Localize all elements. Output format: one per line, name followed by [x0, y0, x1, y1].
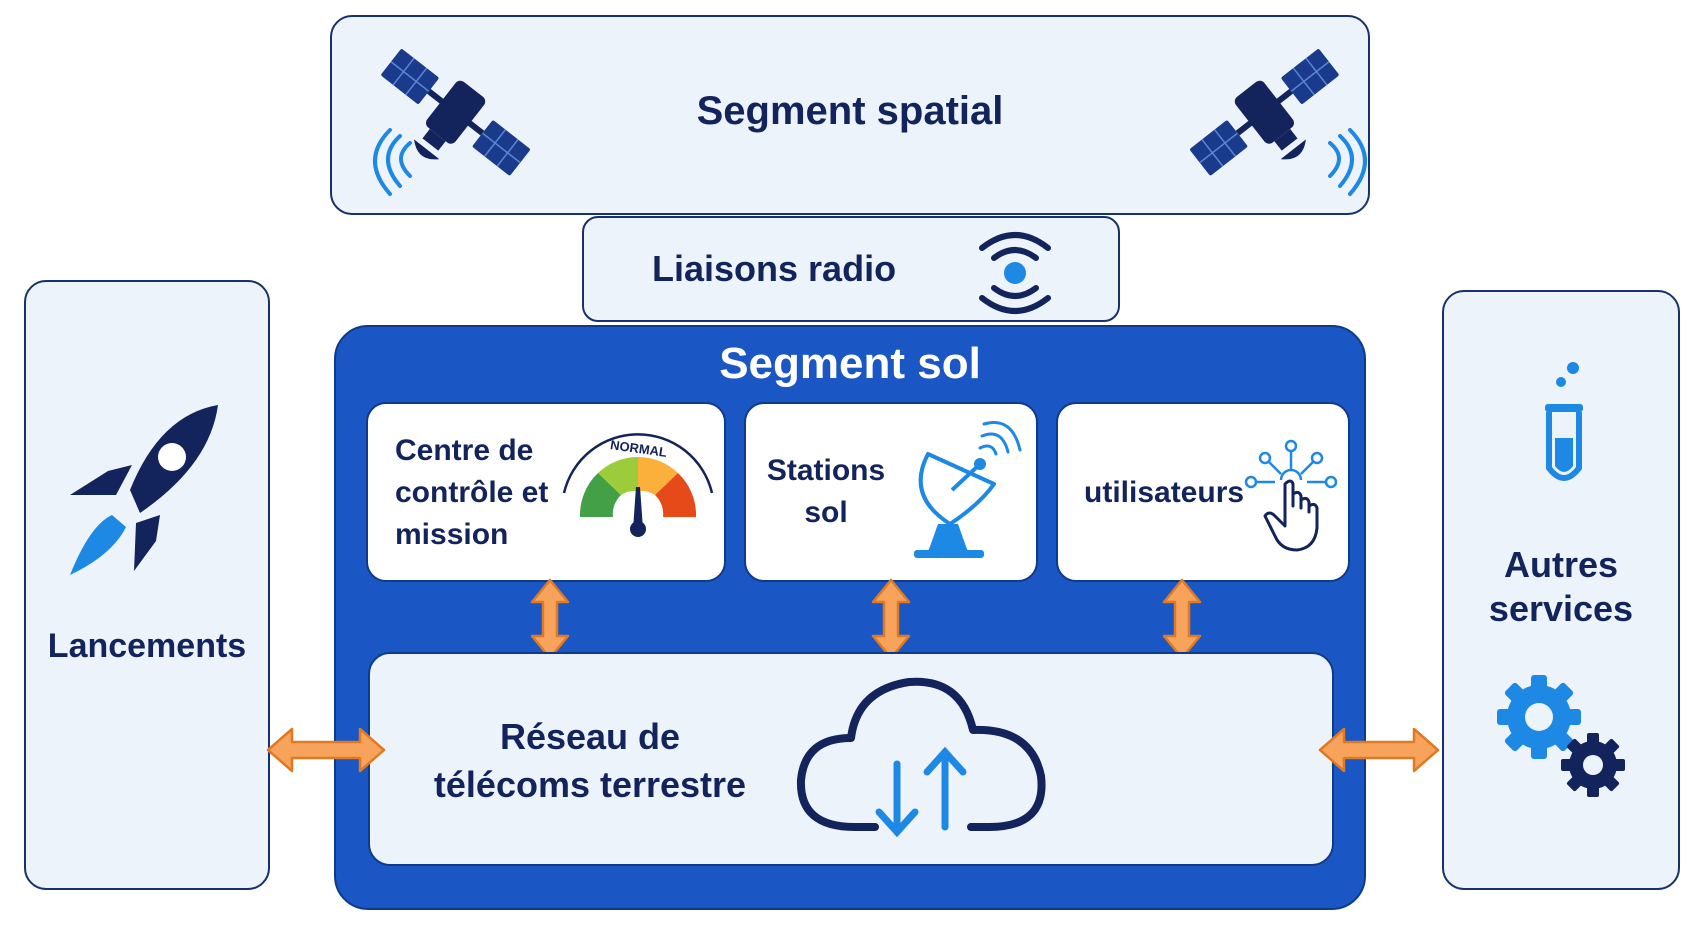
test-tube-icon — [1545, 362, 1583, 481]
control-center-line2: contrôle et — [395, 476, 549, 509]
other-services-box: Autres services — [1442, 290, 1680, 890]
radio-signal-icon — [979, 232, 1051, 314]
space-segment-box: Segment spatial — [330, 15, 1370, 215]
double-arrow-vertical-icon — [871, 578, 911, 660]
signal-waves-icon — [373, 128, 412, 196]
space-segment-title: Segment spatial — [696, 89, 1004, 133]
rocket-icon — [70, 405, 218, 575]
touch-network-icon — [1244, 439, 1338, 552]
double-arrow-horizontal-icon — [266, 727, 386, 773]
gauge-icon: NORMAL — [562, 433, 714, 537]
ground-stations-line2: sol — [804, 496, 848, 529]
cloud-sync-icon — [796, 677, 1046, 838]
terrestrial-network-line2: télécoms terrestre — [433, 764, 747, 805]
satellite-icon — [1190, 49, 1339, 176]
gears-icon — [1497, 675, 1625, 797]
signal-waves-icon — [1328, 128, 1367, 196]
ground-stations-line1: Stations — [766, 454, 886, 487]
launches-title: Lancements — [47, 627, 247, 665]
other-services-title-line1: Autres — [1503, 544, 1619, 585]
double-arrow-horizontal-icon — [1318, 727, 1440, 773]
gauge-normal-label: NORMAL — [609, 437, 668, 460]
double-arrow-vertical-icon — [530, 578, 570, 660]
users-title: utilisateurs — [1084, 476, 1245, 509]
launches-box: Lancements — [24, 280, 270, 890]
satellite-dish-icon — [914, 421, 1022, 558]
ground-stations-card: Stations sol — [744, 402, 1038, 582]
radio-links-title: Liaisons radio — [652, 248, 897, 289]
control-center-line1: Centre de — [395, 434, 534, 467]
users-card: utilisateurs — [1056, 402, 1350, 582]
satellite-icon — [381, 49, 530, 176]
double-arrow-vertical-icon — [1162, 578, 1202, 660]
terrestrial-network-line1: Réseau de — [499, 716, 681, 757]
radio-links-box: Liaisons radio — [582, 216, 1120, 322]
other-services-title-line2: services — [1488, 588, 1634, 629]
control-center-line3: mission — [395, 518, 509, 551]
ground-segment-title: Segment sol — [719, 339, 981, 388]
